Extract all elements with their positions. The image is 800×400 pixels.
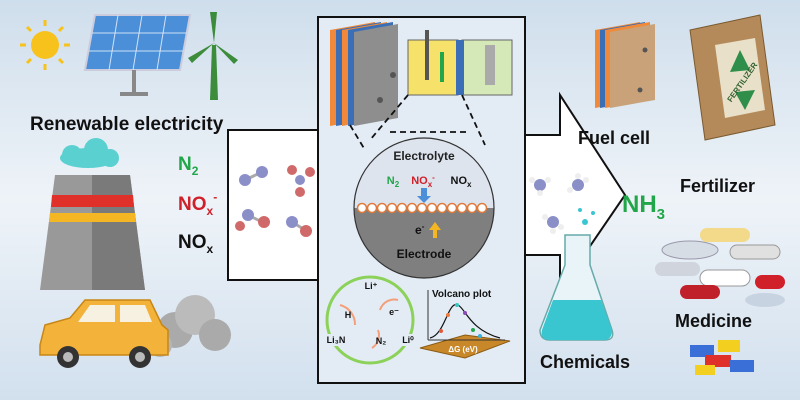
svg-text:N2: N2	[178, 154, 199, 178]
flask-icon	[539, 208, 614, 341]
car-icon	[39, 295, 231, 368]
fuel-cell-label: Fuel cell	[578, 128, 650, 148]
svg-text:e⁻: e⁻	[389, 307, 399, 317]
electron-label: e-	[415, 222, 425, 237]
svg-text:NOx-: NOx-	[411, 173, 435, 189]
electrode-label: Electrode	[397, 247, 452, 261]
power-plant-icon	[40, 138, 145, 290]
wind-turbine-icon	[188, 12, 238, 100]
ammonia-molecule-icons	[529, 173, 589, 234]
reactant-labels: N2 NOx- NOx	[178, 154, 217, 256]
svg-text:Li⁰: Li⁰	[402, 335, 414, 345]
svg-text:NOx: NOx	[178, 232, 214, 256]
svg-text:Li₃N: Li₃N	[327, 335, 346, 345]
adsorbed-layer	[356, 202, 488, 214]
down-arrow-icon	[417, 188, 431, 203]
delta-g-label: ΔG (eV)	[448, 345, 478, 354]
volcano-plot-title: Volcano plot	[432, 289, 492, 300]
nh3-label: NH3	[622, 191, 665, 223]
electrolyte-label: Electrolyte	[393, 149, 455, 163]
volcano-plot: Volcano plot ΔG (eV)	[419, 289, 511, 359]
svg-text:H: H	[345, 310, 352, 320]
sun-icon	[20, 20, 70, 70]
svg-text:NOx-: NOx-	[178, 190, 217, 218]
h-cell-icon	[407, 30, 513, 96]
fertilizer-bag-icon: FERTILIZER	[689, 14, 776, 141]
building-blocks-icon	[690, 340, 754, 375]
pills-icon	[655, 228, 785, 307]
fertilizer-label: Fertilizer	[680, 176, 755, 196]
svg-text:NOx: NOx	[451, 175, 473, 189]
molecule-icons	[235, 165, 315, 237]
solar-panel-icon	[83, 14, 192, 96]
renewable-electricity-label: Renewable electricity	[30, 114, 224, 135]
svg-text:Li⁺: Li⁺	[365, 281, 378, 291]
svg-text:N₂: N₂	[376, 336, 387, 346]
lithium-cycle: Li⁺ H e⁻ Li₃N N₂ Li⁰	[325, 275, 416, 365]
chemicals-label: Chemicals	[540, 352, 630, 372]
electrolyzer-stack-icon	[330, 22, 398, 126]
medicine-label: Medicine	[675, 311, 752, 331]
zoom-lines	[349, 94, 486, 151]
fuel-cell-icon	[595, 22, 655, 108]
up-arrow-icon	[429, 222, 441, 238]
